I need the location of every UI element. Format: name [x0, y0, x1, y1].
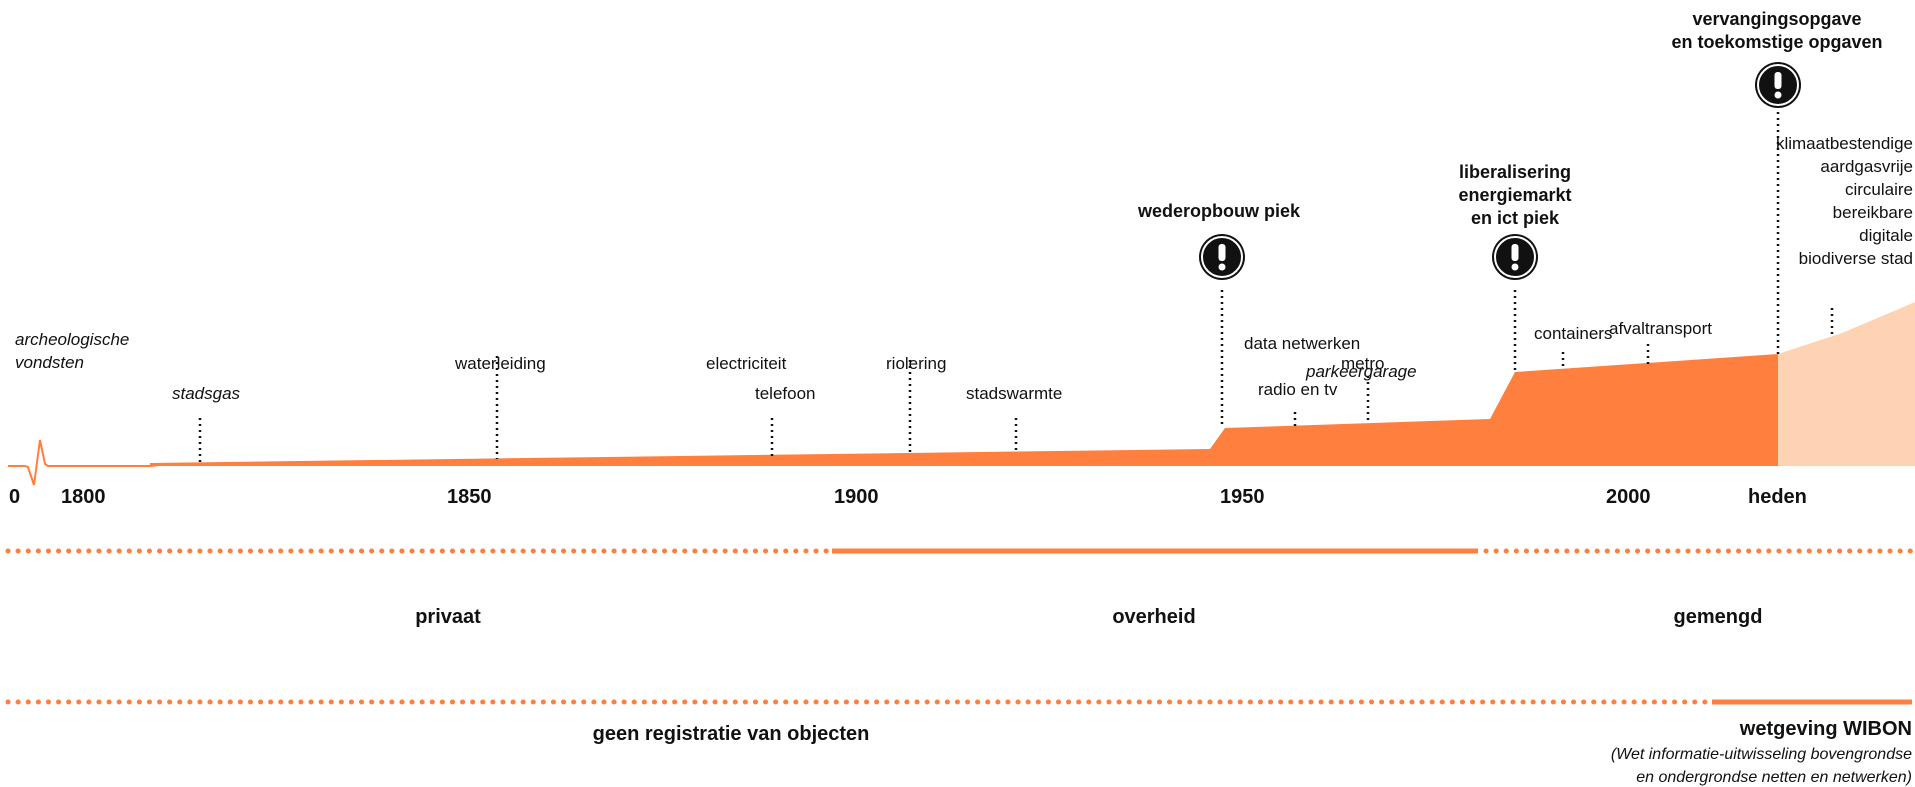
- label-afvaltransport: afvaltransport: [1609, 319, 1712, 338]
- label-radio-tv: radio en tv: [1258, 380, 1338, 399]
- axis-label-1850: 1850: [447, 486, 492, 508]
- peak-liberalisering-3: en ict piek: [1471, 208, 1560, 228]
- label-containers: containers: [1534, 324, 1612, 343]
- label-electriciteit: electriciteit: [706, 354, 787, 373]
- label-data-netwerken: data netwerken: [1244, 334, 1360, 353]
- band-sub-wibon-2: en ondergrondse netten en netwerken): [1636, 769, 1912, 786]
- label-metro: metro: [1341, 354, 1384, 373]
- axis-label-2000: 2000: [1606, 486, 1651, 508]
- timeline-area-future: [1778, 302, 1915, 466]
- band-sub-wibon-1: (Wet informatie-uitwisseling bovengronds…: [1611, 746, 1912, 763]
- axis-label-1950: 1950: [1220, 486, 1265, 508]
- peak-liberalisering-2: energiemarkt: [1458, 185, 1571, 205]
- axis-label-1900: 1900: [834, 486, 879, 508]
- label-riolering: riolering: [886, 354, 946, 373]
- label-telefoon: telefoon: [755, 384, 816, 403]
- label-vondsten: vondsten: [15, 353, 84, 372]
- timeline-area-early: [150, 354, 1778, 466]
- label-waterleiding: waterleiding: [454, 354, 546, 373]
- baseline-squiggle: [8, 439, 161, 486]
- band-label-overheid: overheid: [1112, 606, 1195, 628]
- future-item: aardgasvrije: [1820, 157, 1913, 176]
- band-label-wetgeving: wetgeving WIBON: [1739, 718, 1912, 740]
- future-item: biodiverse stad: [1799, 249, 1913, 268]
- future-item: bereikbare: [1833, 203, 1913, 222]
- band-label-privaat: privaat: [415, 606, 481, 628]
- exclamation-icon: [1199, 234, 1245, 280]
- peak-wederopbouw: wederopbouw piek: [1137, 201, 1301, 221]
- peak-vervanging-1: vervangingsopgave: [1692, 9, 1861, 29]
- future-item: klimaatbestendige: [1776, 134, 1913, 153]
- exclamation-icon: [1492, 234, 1538, 280]
- axis-label-1800: 1800: [61, 486, 106, 508]
- exclamation-icon: [1755, 62, 1801, 108]
- axis-label-0: 0: [9, 486, 20, 508]
- future-item: circulaire: [1845, 180, 1913, 199]
- peak-vervanging-2: en toekomstige opgaven: [1671, 32, 1882, 52]
- label-stadsgas: stadsgas: [172, 384, 241, 403]
- leader-lines: [198, 112, 1834, 463]
- label-parkeergarage: parkeergarage: [1305, 362, 1417, 381]
- future-item: digitale: [1859, 226, 1913, 245]
- peak-liberalisering-1: liberalisering: [1459, 162, 1571, 182]
- label-archeologische: archeologische: [15, 330, 129, 349]
- label-stadswarmte: stadswarmte: [966, 384, 1062, 403]
- band-label-gemengd: gemengd: [1674, 606, 1763, 628]
- band-label-geen-registratie: geen registratie van objecten: [593, 723, 870, 745]
- axis-label-heden: heden: [1748, 486, 1807, 508]
